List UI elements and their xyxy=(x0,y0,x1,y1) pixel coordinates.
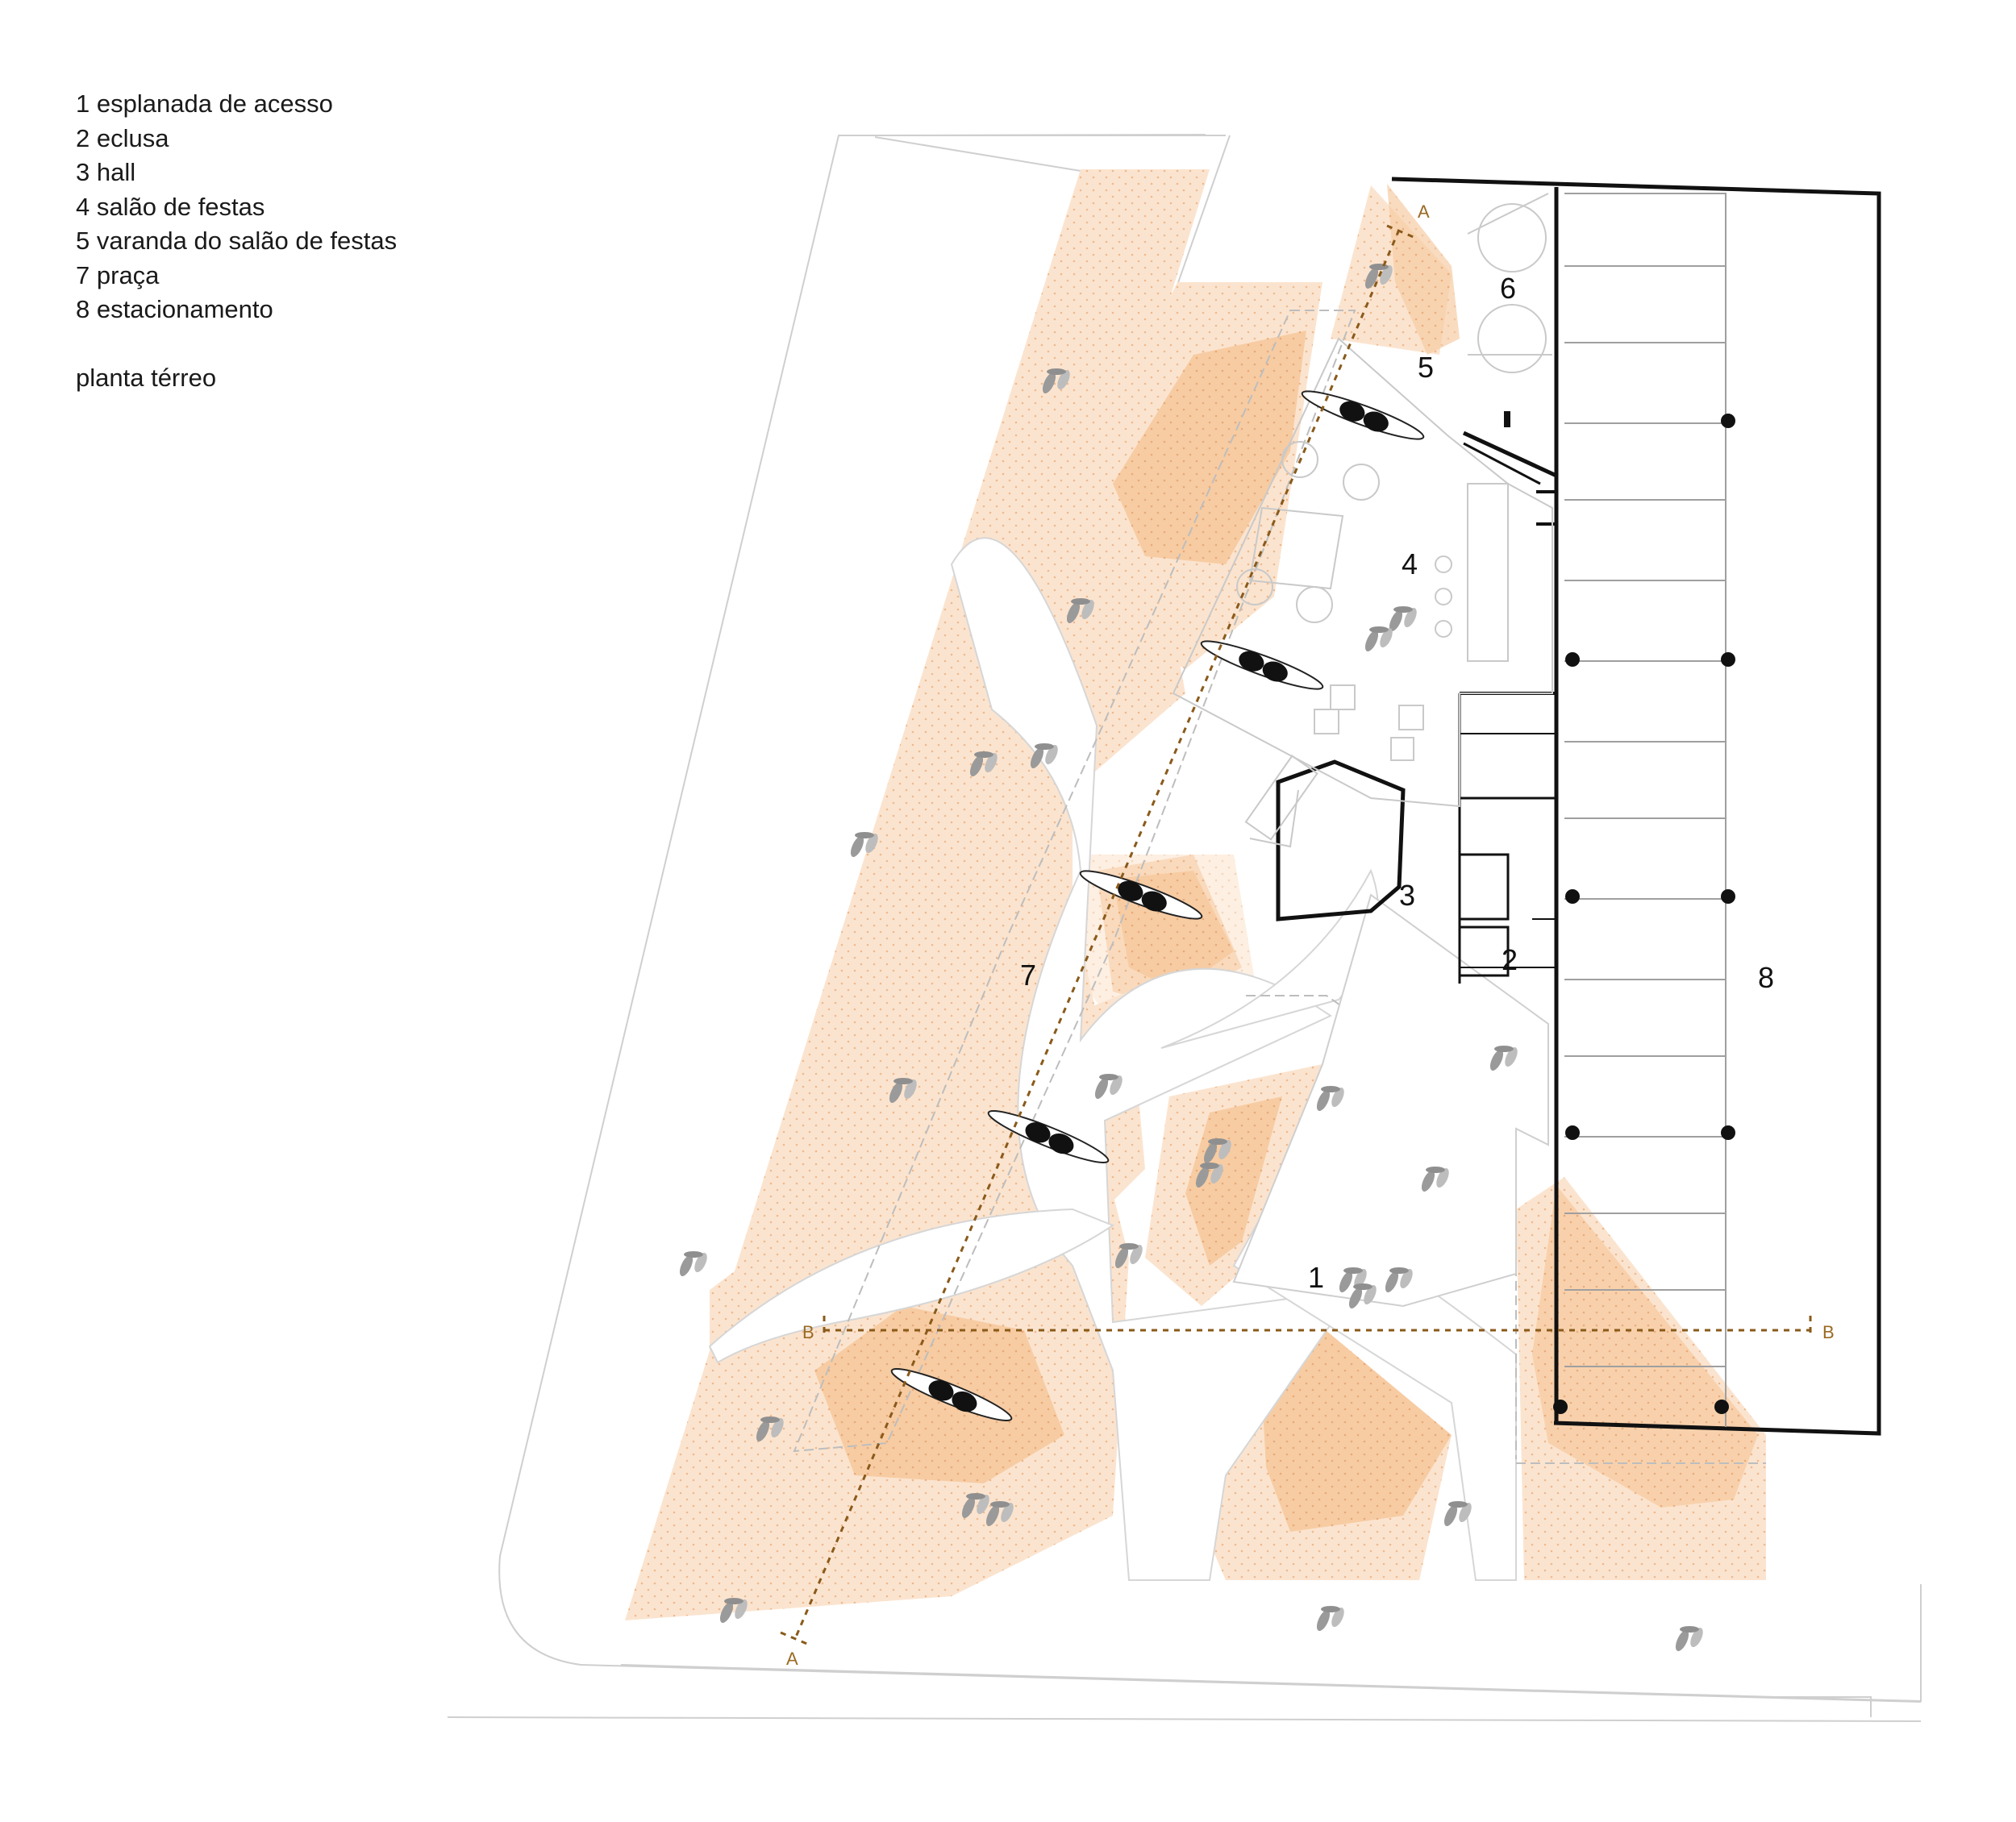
room-label-7: 7 xyxy=(1020,959,1036,992)
legend-item-number: 8 xyxy=(76,295,90,323)
esplanade xyxy=(1232,893,1549,1308)
salon-interior xyxy=(1172,193,1553,848)
legend-item-text: esplanada de acesso xyxy=(96,89,333,118)
room-label-6: 6 xyxy=(1500,272,1516,305)
legend-item-number: 7 xyxy=(76,260,90,289)
room-label-2: 2 xyxy=(1502,943,1518,976)
plaza-landscape xyxy=(625,169,1766,1620)
section-cut-a-bottom-label: A xyxy=(786,1649,798,1669)
room-label-8: 8 xyxy=(1758,961,1774,994)
parking-stalls xyxy=(1564,193,1727,1427)
section-cut-lines xyxy=(780,224,1812,1646)
legend-item-number: 2 xyxy=(76,123,90,152)
room-label-3: 3 xyxy=(1399,879,1415,912)
legend-item-1: 1 esplanada de acesso xyxy=(76,87,397,122)
section-cut-b-right-label: B xyxy=(1822,1322,1835,1342)
legend-item-text: hall xyxy=(96,158,136,186)
room-label-1: 1 xyxy=(1308,1261,1324,1294)
legend-item-text: eclusa xyxy=(96,123,169,152)
legend-item-8: 8 estacionamento xyxy=(76,293,397,327)
legend-item-2: 2 eclusa xyxy=(76,122,397,156)
room-label-4: 4 xyxy=(1402,547,1418,580)
building-walls xyxy=(1276,177,1881,1436)
room-label-5: 5 xyxy=(1418,351,1434,384)
section-cut-b-left-label: B xyxy=(802,1322,814,1342)
legend-item-number: 3 xyxy=(76,158,90,186)
legend-item-text: salão de festas xyxy=(96,192,265,221)
column-icon xyxy=(1504,411,1735,1414)
section-cut-a-top-label: A xyxy=(1418,202,1430,222)
legend-item-7: 7 praça xyxy=(76,259,397,293)
plan-caption: planta térreo xyxy=(76,363,217,392)
legend-item-text: estacionamento xyxy=(96,295,273,323)
legend-item-number: 1 xyxy=(76,89,90,118)
legend: 1 esplanada de acesso 2 eclusa 3 hall 4 … xyxy=(76,87,397,395)
legend-item-text: varanda do salão de festas xyxy=(96,227,398,255)
legend-item-4: 4 salão de festas xyxy=(76,190,397,225)
legend-item-text: praça xyxy=(96,260,160,289)
legend-item-number: 4 xyxy=(76,192,90,221)
legend-item-number: 5 xyxy=(76,227,90,255)
legend-item-3: 3 hall xyxy=(76,156,397,190)
bench-icon xyxy=(890,390,1425,1421)
legend-item-5: 5 varanda do salão de festas xyxy=(76,224,397,259)
